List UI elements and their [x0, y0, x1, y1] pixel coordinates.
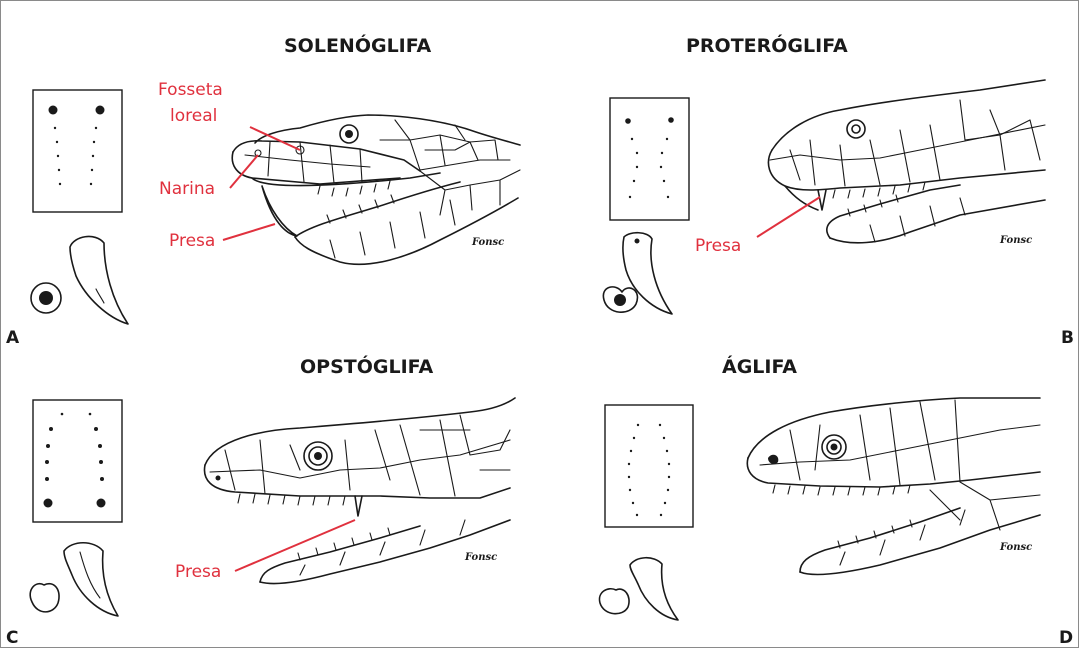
- panel-b-fang-icon: [623, 233, 672, 314]
- panel-b-fang-cross-section-icon: [603, 287, 637, 312]
- panel-opisthoglyph: OPSTÓGLIFA: [6, 354, 515, 648]
- panel-a-pit-leader: [250, 127, 300, 150]
- panel-b-fang-leader: [757, 197, 820, 237]
- panel-d-fang-cross-section-icon: [599, 589, 629, 614]
- panel-d-signature: Fonsc: [999, 542, 1032, 553]
- panel-c-title: OPSTÓGLIFA: [300, 354, 433, 378]
- panel-a-nostril-leader: [230, 155, 258, 188]
- panel-b-fang-label: Presa: [695, 236, 741, 256]
- panel-c-signature: Fonsc: [464, 552, 497, 563]
- panel-proteroglyph: PROTERÓGLIFA: [603, 33, 1074, 348]
- panel-a-tooth-pattern-box: [33, 90, 122, 212]
- panel-a-fang-icon: [70, 236, 128, 324]
- panel-solenoglyph: SOLENÓGLIFA: [6, 33, 520, 348]
- panel-aglyph: ÁGLIFA: [599, 355, 1073, 648]
- panel-b-title: PROTERÓGLIFA: [686, 33, 848, 57]
- panel-a-title: SOLENÓGLIFA: [284, 33, 432, 57]
- panel-a-signature: Fonsc: [471, 237, 504, 248]
- panel-c-fang-leader: [235, 520, 355, 571]
- panel-a-pit-label-line1: Fosseta: [158, 80, 223, 100]
- panel-c-fang-label: Presa: [175, 562, 221, 582]
- panel-a-nostril-label: Narina: [159, 179, 215, 199]
- panel-b-signature: Fonsc: [999, 235, 1032, 246]
- panel-c-letter: C: [6, 628, 18, 648]
- panel-a-fang-cross-section-icon: [31, 283, 61, 313]
- panel-a-letter: A: [6, 328, 20, 348]
- panel-d-fang-icon: [630, 558, 678, 620]
- panel-b-tooth-pattern-box: [610, 98, 689, 220]
- panel-d-snake-head-illustration: [747, 398, 1040, 574]
- panel-b-letter: B: [1061, 328, 1074, 348]
- panel-d-tooth-pattern-box: [605, 405, 693, 527]
- panel-d-title: ÁGLIFA: [722, 355, 797, 378]
- panel-b-snake-head-illustration: [768, 80, 1045, 243]
- panel-c-fang-icon: [64, 543, 118, 616]
- panel-a-pit-label-line2: loreal: [170, 106, 217, 126]
- panel-c-fang-cross-section-icon: [30, 584, 59, 612]
- panel-a-fang-leader: [223, 224, 275, 240]
- panel-d-letter: D: [1059, 628, 1073, 648]
- panel-a-fang-label: Presa: [169, 231, 215, 251]
